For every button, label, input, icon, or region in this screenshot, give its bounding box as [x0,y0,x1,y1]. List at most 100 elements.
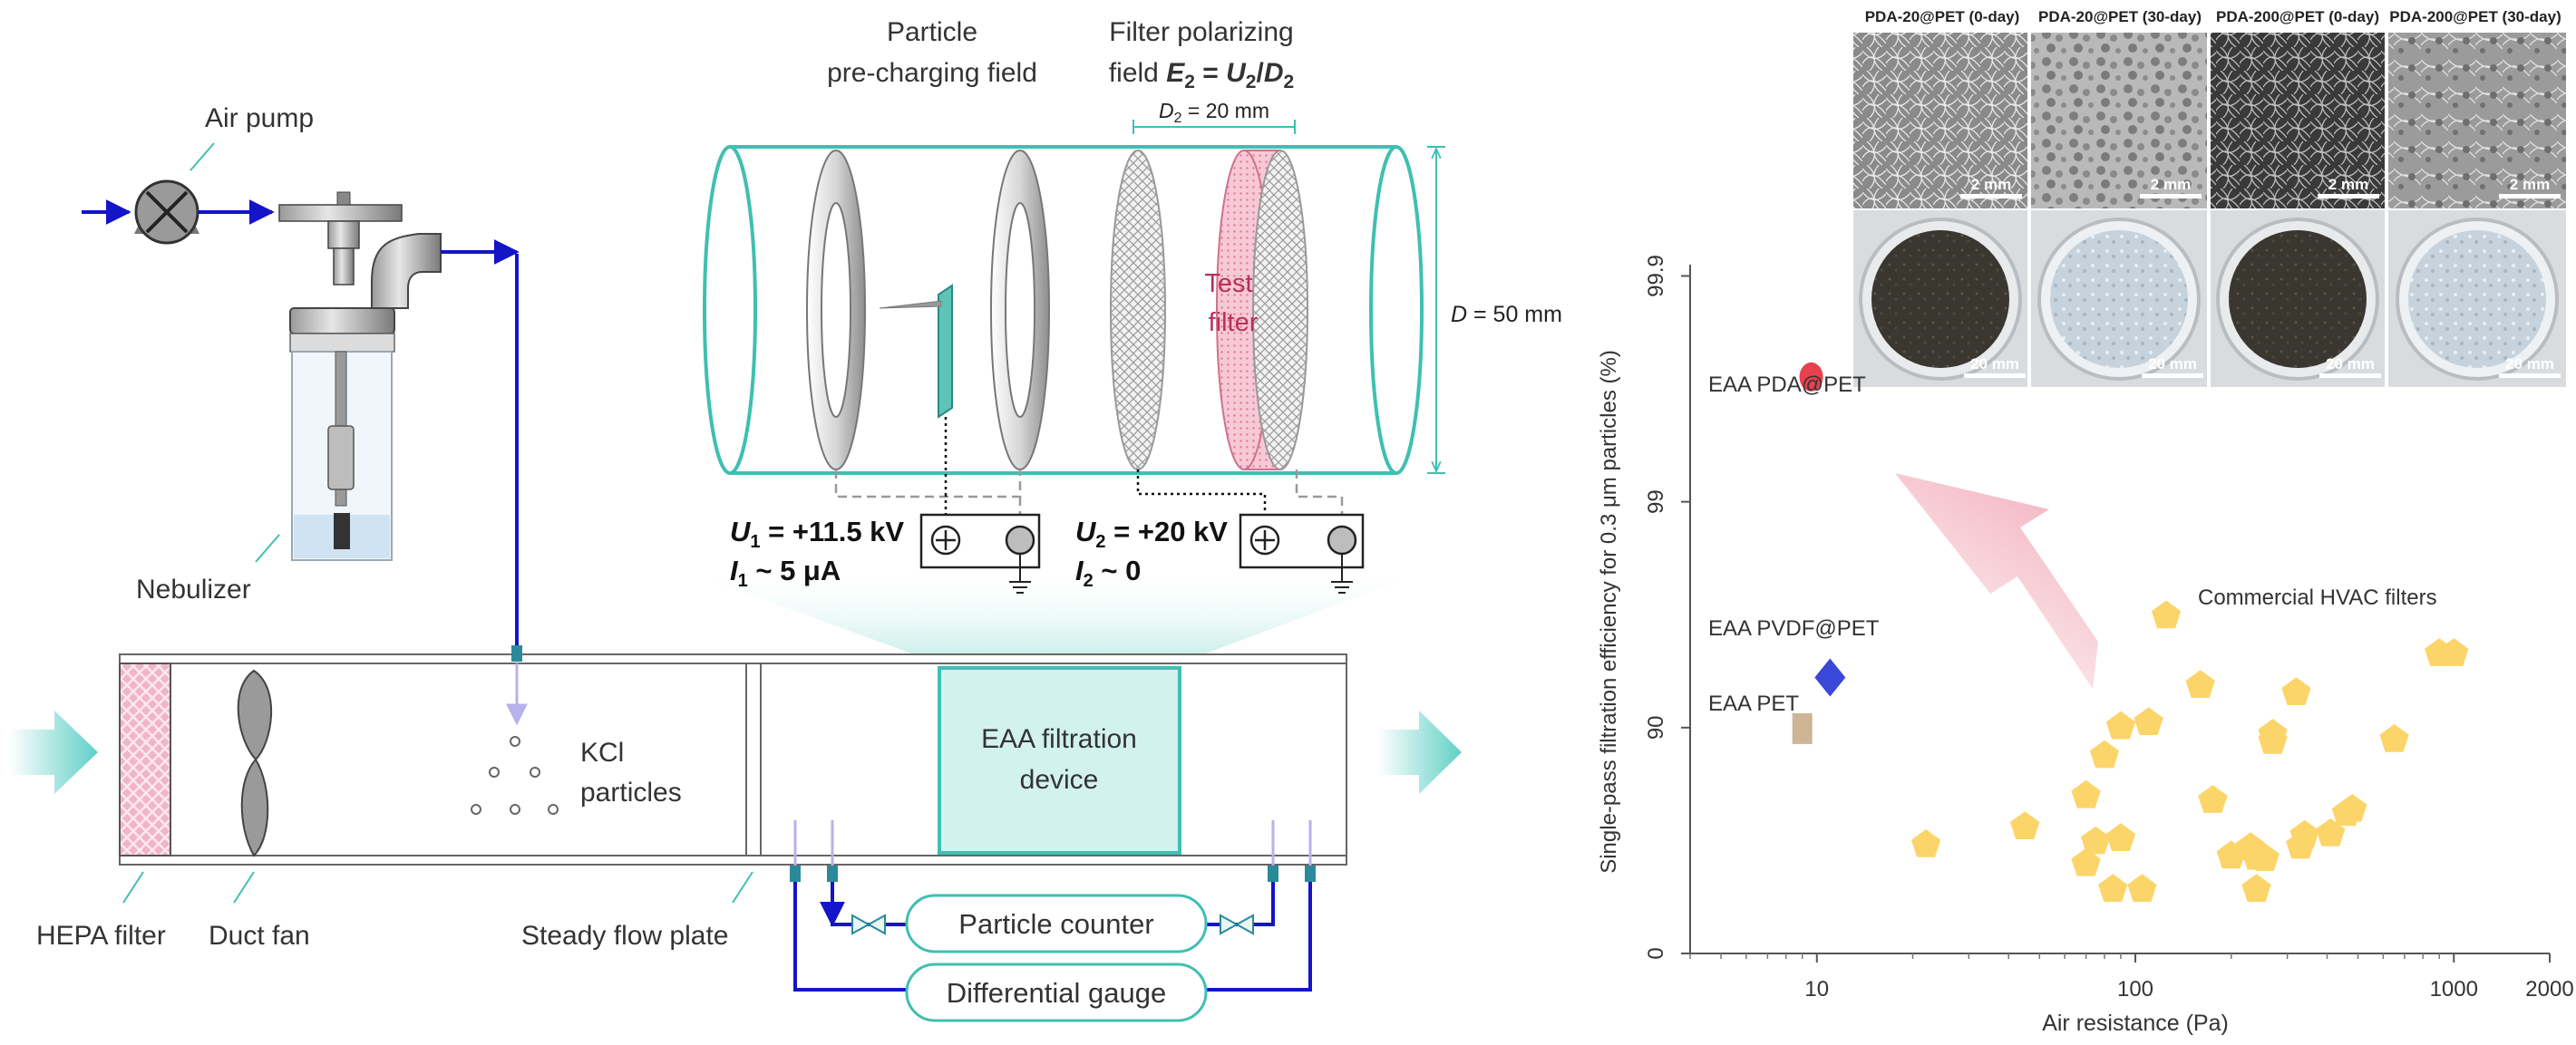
hvac-point [2286,830,2316,859]
svg-text:20 mm: 20 mm [2148,355,2197,373]
valve-left [851,914,886,935]
eaa-device-zoom: D = 50 mm Test filter D2 [703,17,1562,594]
label-eaa-pvdf: EAA PVDF@PET [1708,616,1880,641]
inlet-flow-arrow [9,711,98,794]
hepa-filter-block [119,663,171,856]
svg-text:2 mm: 2 mm [1971,176,2011,193]
y-axis-label: Single-pass filtration efficiency for 0.… [1597,350,1621,874]
hvac-point [2379,724,2409,752]
hvac-point [2258,725,2288,754]
hvac-point [2185,670,2215,698]
micro-scale-bars: 2 mm 2 mm 2 mm 2 mm [1960,176,2561,198]
d2-dimension-label: D2 = 20 mm [1159,99,1269,126]
photo-header-1: PDA-20@PET (0-day) [1865,8,2020,25]
duct-fan-label: Duct fan [209,921,310,951]
hvac-point [2331,798,2361,827]
hvac-point [2127,874,2157,902]
hvac-point [2281,677,2311,705]
macro-scale-bars: 20 mm 20 mm 20 mm 20 mm [1964,355,2561,378]
eaa-device-box [938,666,1181,855]
y-tick-label: 99.9 [1644,255,1668,297]
test-filter [1216,150,1308,470]
particle-counter-box [905,894,1208,953]
hvac-point [2105,711,2136,740]
valve-right [1220,914,1254,935]
micrograph-2 [2031,33,2207,208]
differential-gauge-box [905,963,1208,1022]
steady-flow-plate-bar [745,663,762,856]
label-eaa-pda: EAA PDA@PET [1708,373,1866,397]
hvac-point [2250,843,2280,871]
micrograph-1 [1853,33,2027,208]
hvac-point [2089,740,2120,769]
svg-text:2 mm: 2 mm [2510,176,2550,193]
micrograph-4 [2388,33,2566,208]
air-pump [82,179,275,245]
hvac-point [2098,874,2128,902]
outlet-flow-arrow [1378,711,1462,794]
y-tick-label: 0 [1644,947,1668,959]
differential-gauge-label: Differential gauge [947,977,1166,1009]
svg-text:20 mm: 20 mm [1970,355,2019,373]
precharge-title-2: pre-charging field [827,58,1037,88]
hvac-point [1910,829,1941,857]
disc-photo-1 [1871,230,2009,368]
air-duct [119,653,1347,866]
kcl-particles [471,736,559,815]
u2-label: U2 = +20 kV [1075,516,1228,552]
hvac-point [2439,638,2469,666]
device-cylinder [703,145,1424,475]
svg-text:20 mm: 20 mm [2326,355,2375,373]
svg-text:2 mm: 2 mm [2151,176,2191,193]
test-setup: EAA filtration device KCl particles [9,103,1462,1022]
duct-fan-blade [237,669,272,857]
disc-photo-2 [2050,230,2188,368]
y-tick-label: 99 [1644,489,1668,514]
photo-header-2: PDA-20@PET (30-day) [2038,8,2202,25]
photo-grid: PDA-20@PET (0-day) PDA-20@PET (30-day) P… [1853,8,2566,387]
i1-label: I1 ~ 5 μA [730,555,841,591]
disc-photo-4 [2408,230,2546,368]
hvac-point [2105,823,2136,851]
i2-label: I2 ~ 0 [1075,555,1141,591]
kcl-label-2: particles [580,778,682,808]
x-tick-label: 1000 [2430,977,2478,1001]
micrograph-3 [2211,33,2385,208]
disc-photo-3 [2229,230,2367,368]
eaa-pda-point [1799,362,1823,392]
hvac-point [2241,874,2271,902]
x-tick-label: 100 [2117,977,2153,1001]
hvac-point [2071,847,2101,876]
eaa-pet-point [1792,712,1813,744]
test-filter-label-2: filter [1209,308,1259,337]
svg-text:2 mm: 2 mm [2328,176,2368,193]
hvac-point [2151,600,2182,629]
hvac-point [2134,707,2163,735]
particle-counter-label: Particle counter [958,908,1153,940]
polarize-title-1: Filter polarizing [1109,17,1293,47]
power-supply-2 [1239,513,1365,594]
label-hvac: Commercial HVAC filters [2198,585,2437,610]
d-dimension-label: D = 50 mm [1451,302,1562,327]
filter-disc-photos [1859,218,2559,381]
x-tick-label: 2000 [2525,977,2573,1001]
nebulizer-label: Nebulizer [136,575,251,605]
hepa-filter-label: HEPA filter [36,921,166,951]
x-tick-label: 10 [1804,977,1829,1001]
mesh-electrode-front [1110,150,1166,470]
photo-header-3: PDA-200@PET (0-day) [2216,8,2379,25]
nebulizer-assembly [278,191,442,561]
chart-points [1792,362,2469,902]
mesh-electrode-back [1252,150,1308,470]
ring-electrode-right [990,150,1050,470]
eaa-device-label-2: device [1020,765,1099,795]
hvac-point [2081,826,2111,855]
hvac-point [2071,779,2101,808]
photo-header-4: PDA-200@PET (30-day) [2389,8,2561,25]
test-filter-label-1: Test [1204,269,1252,298]
hvac-point [2198,785,2228,813]
needle-electrode [879,284,953,419]
